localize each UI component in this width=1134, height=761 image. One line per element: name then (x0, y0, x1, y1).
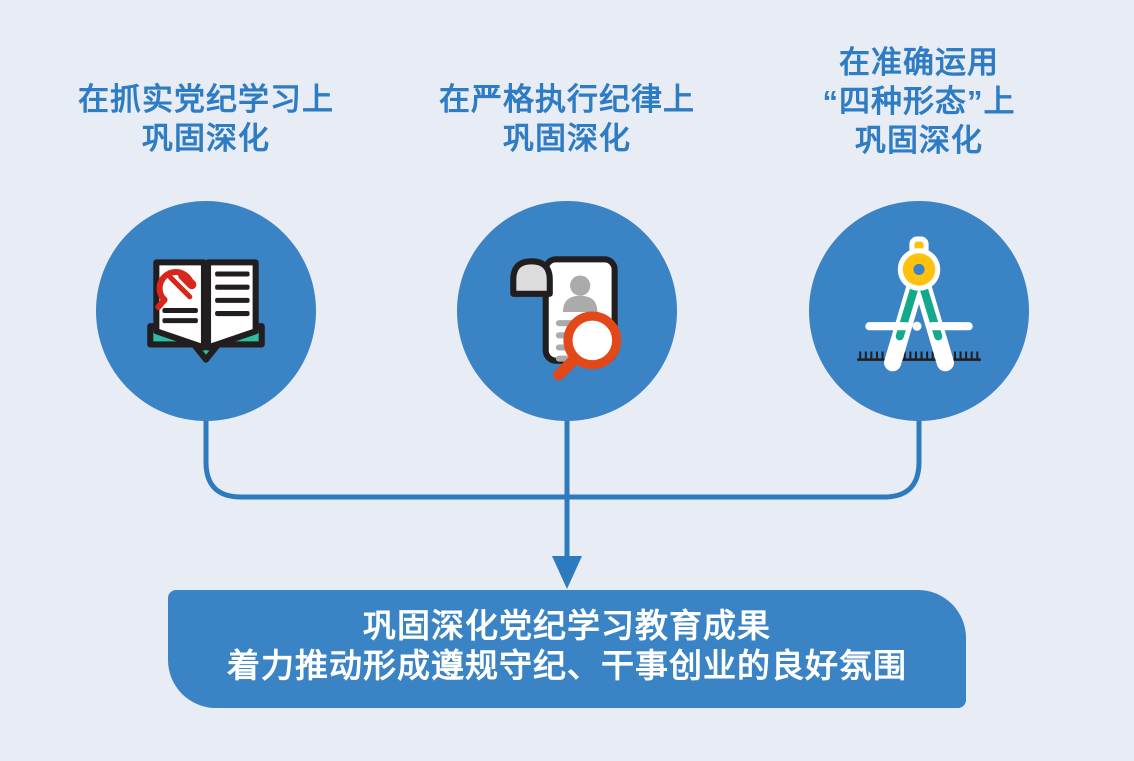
conclusion-line: 巩固深化党纪学习教育成果 (363, 607, 771, 644)
column-label-party-study: 在抓实党纪学习上 巩固深化 (36, 80, 376, 158)
drafting-compass-icon (857, 236, 981, 372)
bracket-line (203, 418, 922, 500)
label-line: 在抓实党纪学习上 (78, 82, 334, 117)
column-label-four-forms: 在准确运用 “四种形态”上 巩固深化 (749, 43, 1089, 160)
label-line: 巩固深化 (142, 121, 270, 156)
label-line: 巩固深化 (855, 123, 983, 158)
circle-discipline-enforcement (457, 201, 677, 421)
circle-four-forms (809, 201, 1029, 421)
person-icon (562, 275, 598, 313)
ruler-icon (857, 351, 981, 361)
hammer-sickle-emblem (155, 269, 197, 310)
column-label-discipline-enforcement: 在严格执行纪律上 巩固深化 (397, 80, 737, 158)
label-line: “四种形态”上 (822, 84, 1016, 119)
label-line: 在准确运用 (839, 45, 999, 80)
label-line: 巩固深化 (503, 121, 631, 156)
inspection-document-icon (510, 256, 622, 381)
magnifier-icon (553, 311, 622, 381)
conclusion-box: 巩固深化党纪学习教育成果 着力推动形成遵规守纪、干事创业的良好氛围 (168, 590, 966, 708)
conclusion-line: 着力推动形成遵规守纪、干事创业的良好氛围 (227, 647, 907, 684)
circle-party-study (96, 201, 316, 421)
label-line: 在严格执行纪律上 (439, 82, 695, 117)
down-arrow-icon (552, 556, 582, 589)
party-handbook-icon (147, 259, 265, 363)
